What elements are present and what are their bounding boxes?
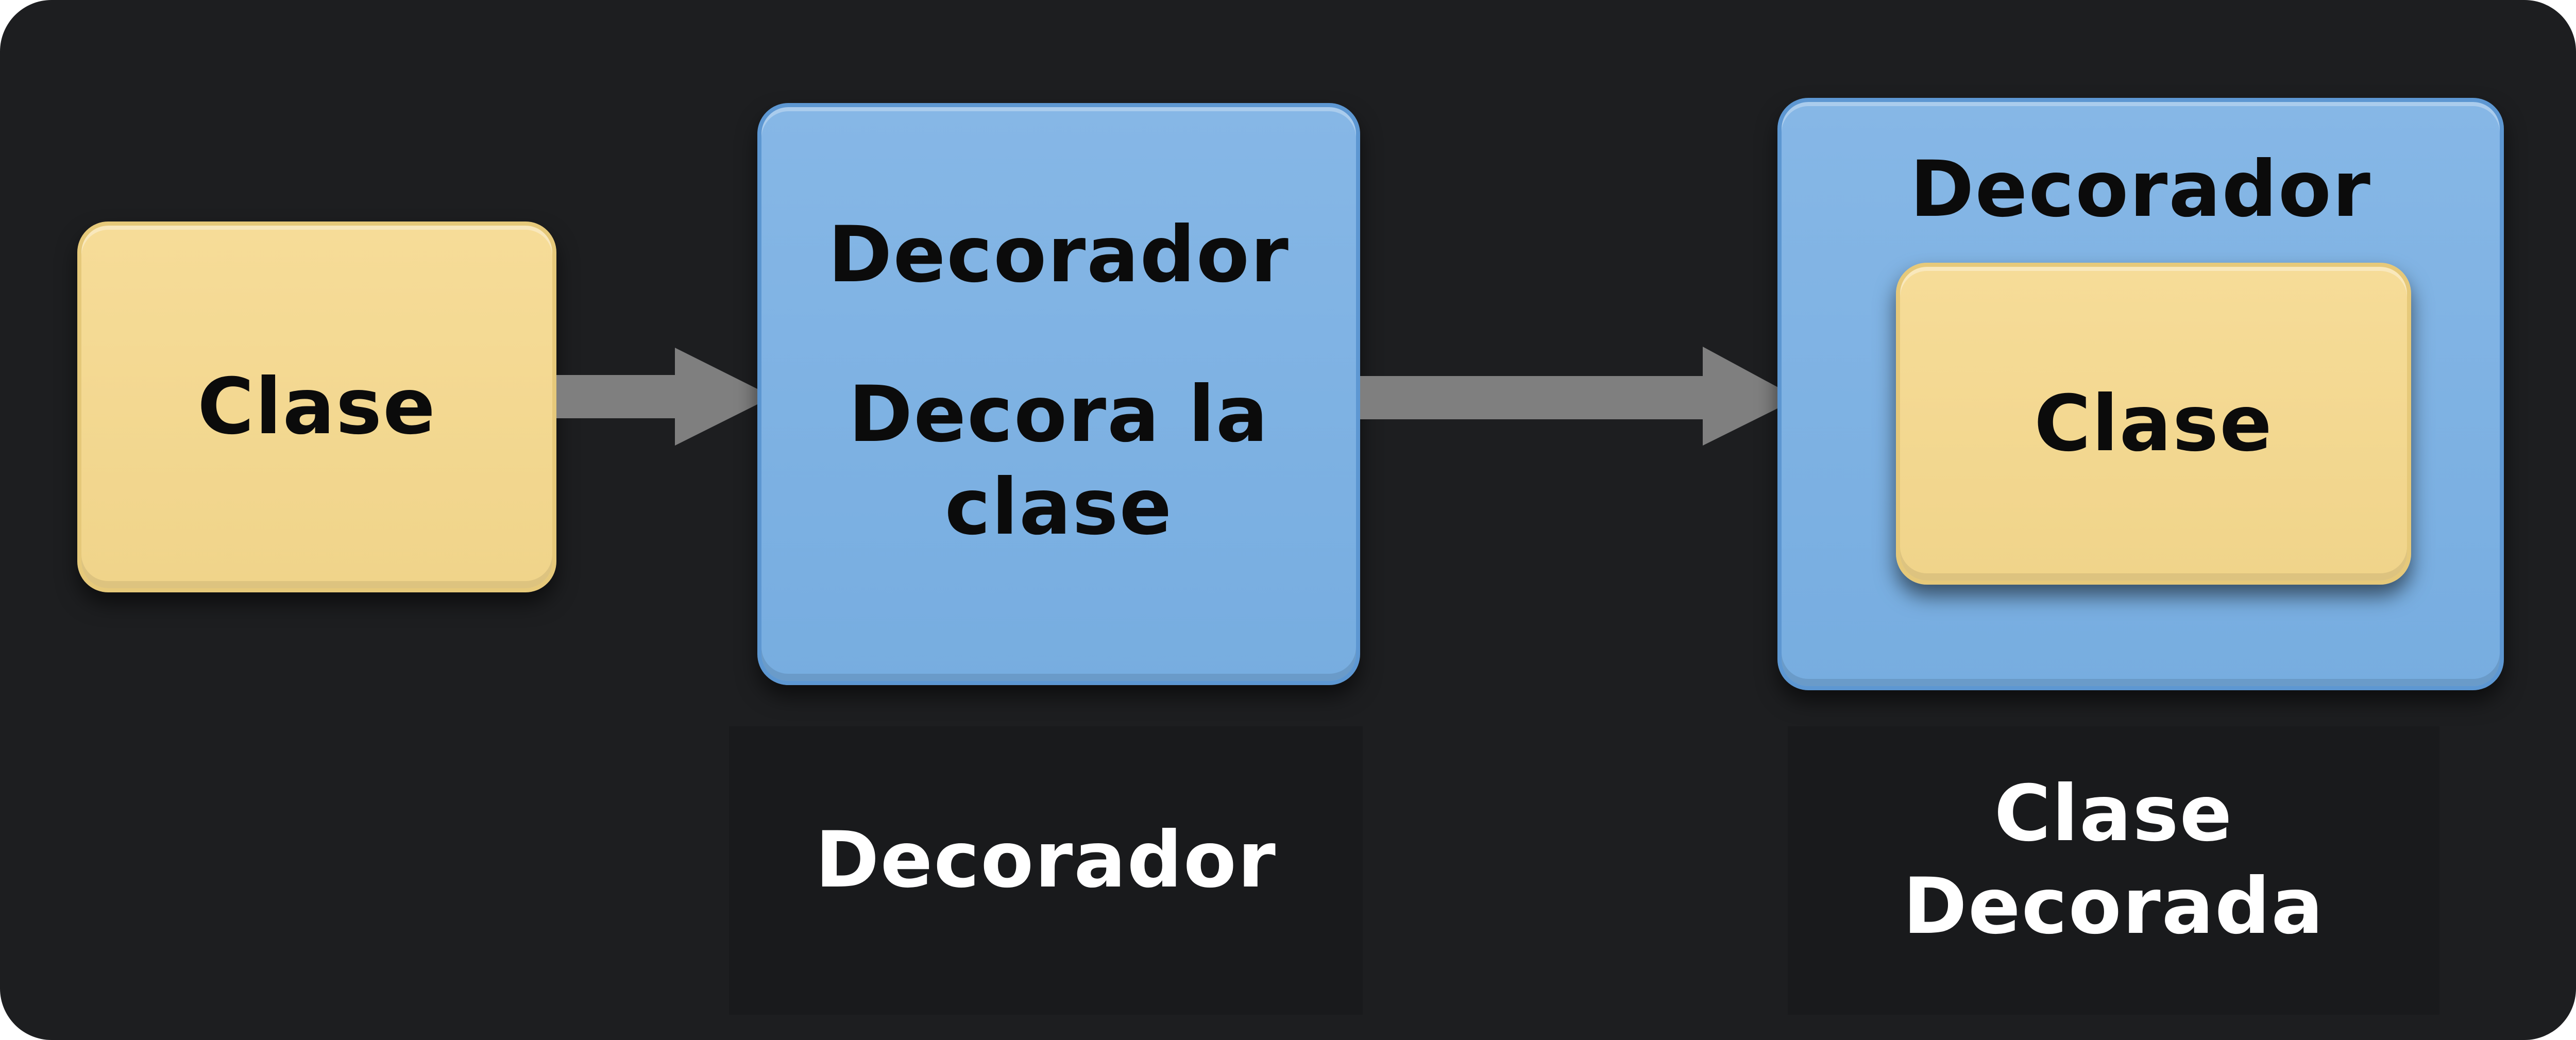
caption-panel-decorator bbox=[729, 726, 1363, 1015]
caption-decorated-class: Clase Decorada bbox=[1788, 768, 2439, 953]
class-box: Clase bbox=[77, 221, 556, 592]
arrow-to-result bbox=[1360, 347, 1798, 446]
arrow-to-decorator bbox=[556, 348, 773, 446]
caption-decorator-text: Decorador bbox=[815, 815, 1277, 905]
caption-decorated-class-line2: Decorada bbox=[1903, 862, 2325, 951]
decorated-inner-class-box: Clase bbox=[1896, 263, 2411, 585]
decorator-box-title: Decorador bbox=[828, 210, 1290, 300]
caption-decorated-class-line1: Clase bbox=[1994, 769, 2233, 859]
decorator-box-description: Decora la clase bbox=[848, 370, 1269, 552]
decorator-box: Decorador Decora la clase bbox=[757, 103, 1360, 685]
caption-decorator: Decorador bbox=[729, 814, 1363, 907]
caption-panel-result bbox=[1788, 726, 2439, 1015]
class-box-label: Clase bbox=[197, 362, 436, 452]
decorated-class-outer-label: Decorador bbox=[1910, 145, 2371, 234]
decorated-inner-class-label: Clase bbox=[2034, 379, 2273, 469]
